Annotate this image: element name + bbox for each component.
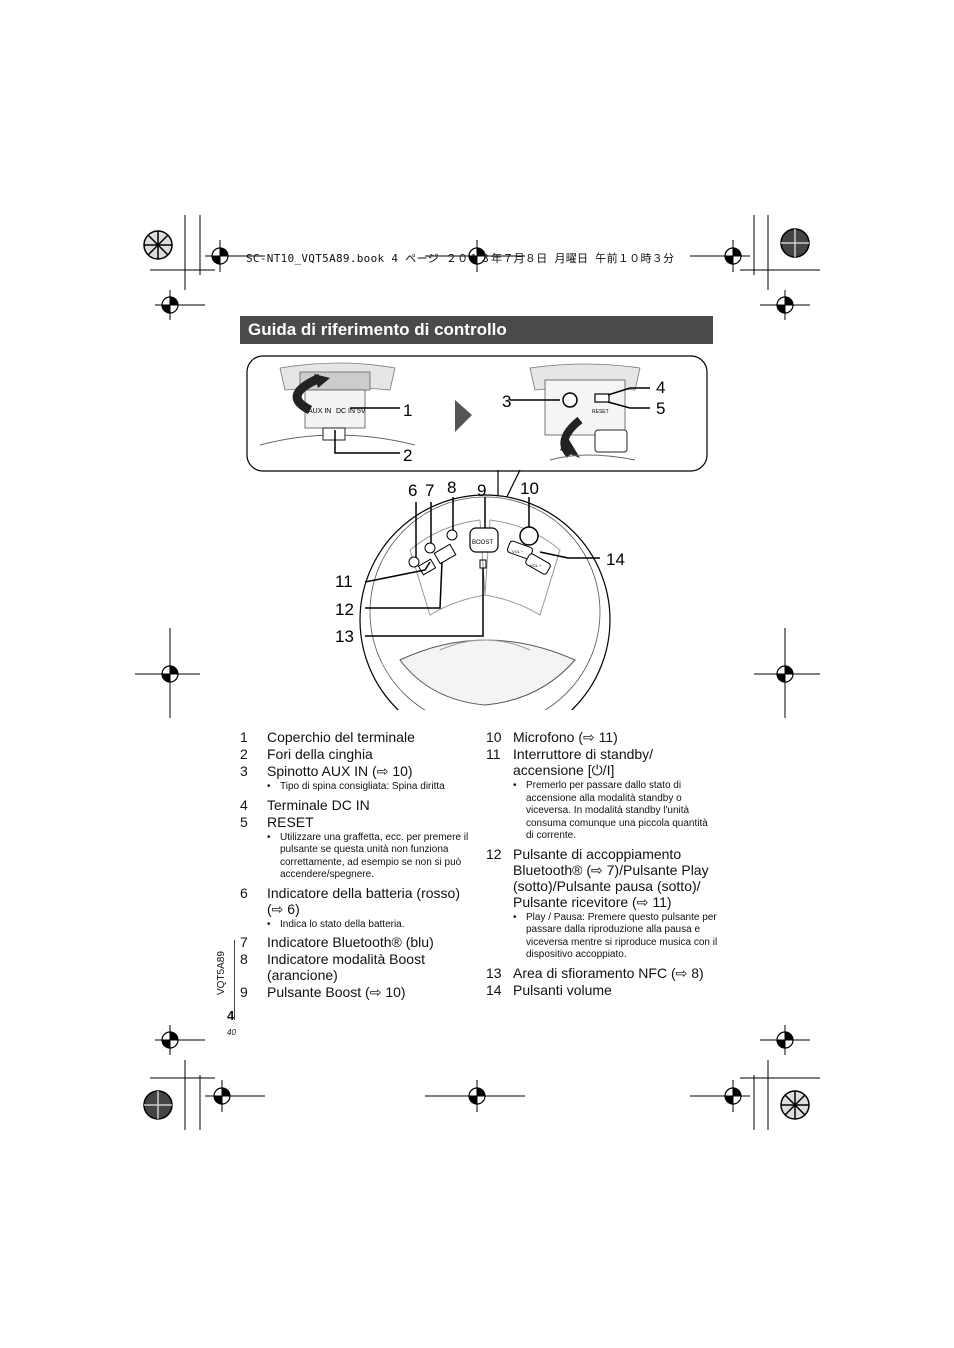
battery-indicator [408,556,420,568]
boost-button [469,527,499,553]
boost-label: BOOST [472,540,493,546]
vol-plus-button [525,553,551,575]
aux-jack [562,392,578,408]
callout-7: 7 [425,481,434,500]
footer-divider [234,940,235,1020]
list-note: •Tipo di spina consigliata: Spina diritt… [267,781,445,792]
jacks-detail: RESET [529,363,641,461]
boost-indicator [446,529,458,541]
callout-3: 3 [502,392,511,411]
aux-in-label: AUX IN [308,408,331,415]
section-title: Guida di riferimento di controllo [240,316,713,344]
callout-8: 8 [447,478,456,497]
print-header: SC-NT10_VQT5A89.book 4 ページ ２０１３年７月８日 月曜日… [246,252,675,265]
vol-minus-label: VOL − [512,549,524,554]
callout-12: 12 [335,600,354,619]
reset-label: RESET [592,409,609,415]
pairing-button [433,543,457,565]
callout-9: 9 [477,481,486,500]
callout-13: 13 [335,627,354,646]
callout-14: 14 [606,550,625,569]
vol-plus-label: VOL + [530,563,542,568]
list-note: •Play / Pausa: Premere questo pulsante p… [513,911,718,961]
callout-2: 2 [403,446,412,465]
bluetooth-indicator [424,542,436,554]
list-note: •Premerlo per passare dallo stato di acc… [513,780,708,841]
callout-4: 4 [656,378,665,397]
dc-in-port [594,393,610,403]
device-illustration: AUX IN DC IN 5V RESET BOOST [246,355,708,710]
dc-in-label: DC IN 5V [336,408,366,415]
callout-10: 10 [520,479,539,498]
microphone [519,526,539,546]
callout-1: 1 [403,401,412,420]
sub-page-number: 40 [227,1028,236,1037]
list-note: •Utilizzare una graffetta, ecc. per prem… [267,831,469,881]
callout-5: 5 [656,399,665,418]
callout-11: 11 [335,572,353,591]
model-code: VQT5A89 [216,951,227,995]
next-arrow [455,400,472,432]
callout-6: 6 [408,481,417,500]
page-number: 4 [227,1008,235,1023]
terminal-cover-detail: AUX IN DC IN 5V [259,362,416,446]
list-note: •Indica lo stato della batteria. [267,918,405,930]
speaker-body: BOOST VOL − VOL + [359,494,611,710]
